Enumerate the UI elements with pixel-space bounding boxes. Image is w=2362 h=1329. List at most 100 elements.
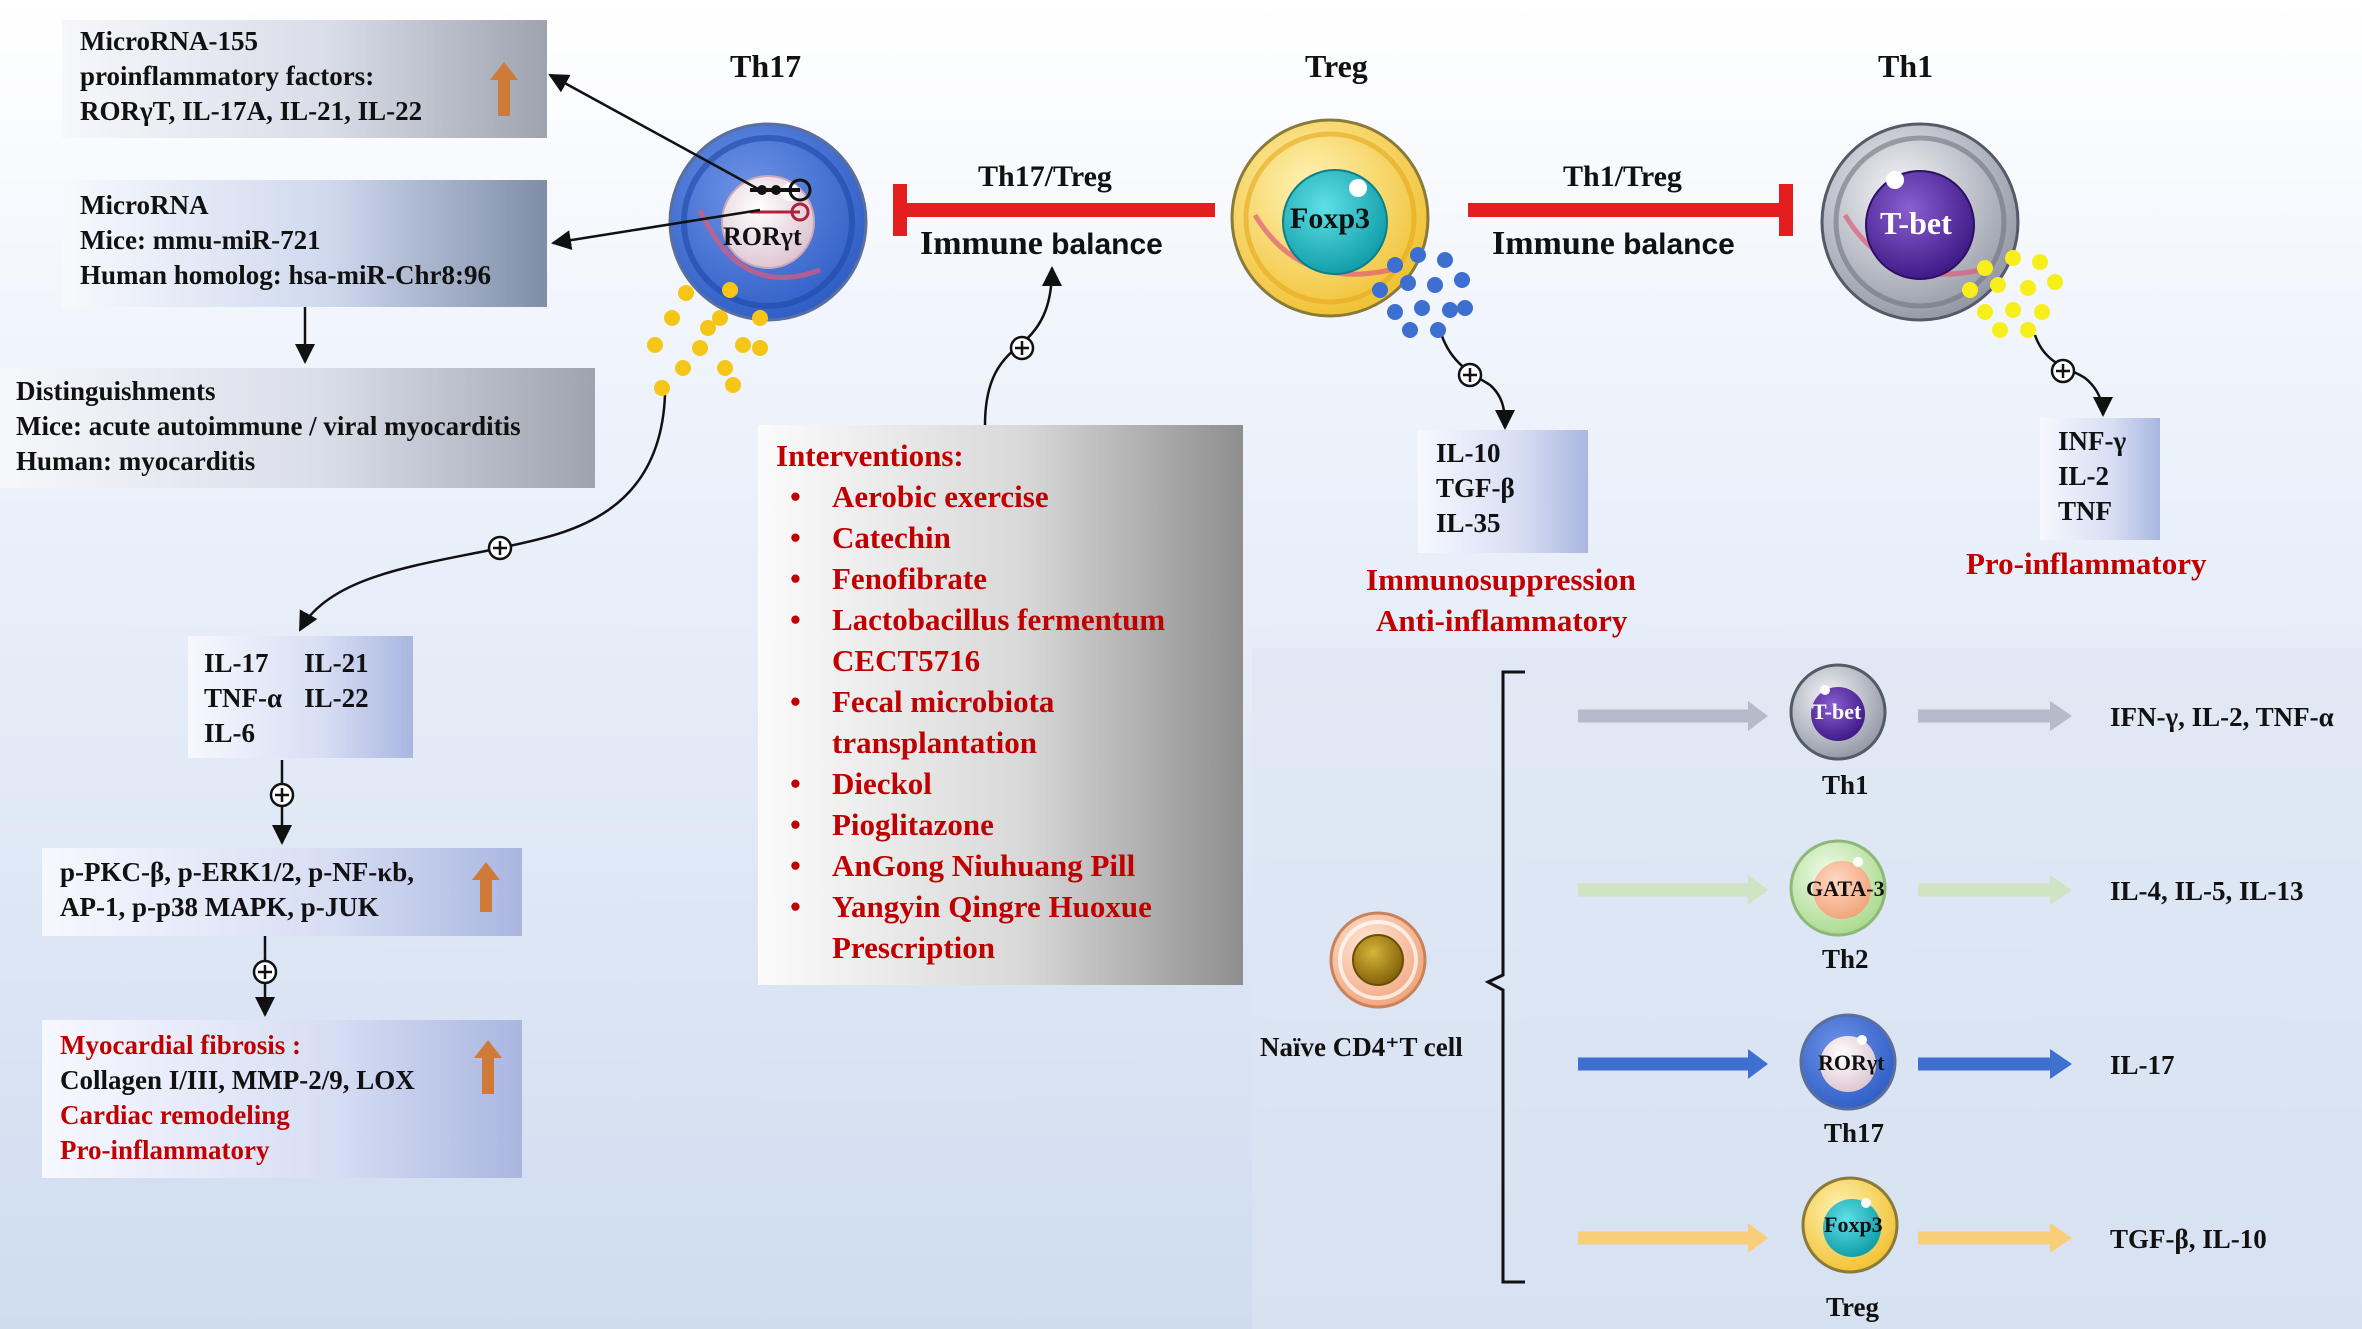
microrna-box: MicroRNA Mice: mmu-miR-721 Human homolog… (62, 180, 547, 307)
box-line: proinflammatory factors: (80, 61, 375, 91)
intervention-item: Catechin (776, 517, 1225, 558)
arrow-treg-to-cytokines (1438, 329, 1515, 430)
fibrosis-remodeling: Cardiac remodeling (60, 1100, 290, 1130)
small-th1-marker: T-bet (1812, 699, 1862, 724)
naive-cd4-cell (1329, 911, 1427, 1009)
signaling-box: p-PKC-β, p-ERK1/2, p-NF-κb, AP-1, p-p38 … (42, 848, 522, 936)
cytokine: IL-10 (1436, 438, 1501, 468)
cytokine: INF-γ (2058, 426, 2127, 456)
small-th2-title: Th2 (1822, 944, 1869, 974)
intervention-item: Yangyin Qingre Huoxue Prescription (776, 886, 1225, 968)
balance-bold: Immune (1492, 225, 1615, 262)
treg-cell (1230, 118, 1430, 318)
microrna155-box: MicroRNA-155 proinflammatory factors: RO… (62, 20, 547, 138)
plus-icon (269, 782, 295, 808)
distinguish-box: Distinguishments Mice: acute autoimmune … (0, 368, 595, 488)
small-treg-title: Treg (1826, 1292, 1879, 1322)
increase-arrow-icon (472, 862, 500, 912)
arrow-to-microrna (551, 208, 761, 251)
arrow-th1-to-cytokines (2033, 334, 2113, 417)
diff-arrow-th1 (1578, 701, 2072, 731)
small-th17-marker: RORγt (1818, 1050, 1885, 1075)
small-th17-title: Th17 (1824, 1118, 1885, 1148)
box-line: Mice: acute autoimmune / viral myocardit… (16, 411, 521, 441)
box-line: Distinguishments (16, 376, 216, 406)
balance-bold: Immune (920, 225, 1043, 262)
treg-output: TGF-β, IL-10 (2110, 1224, 2267, 1254)
th1-title: Th1 (1878, 48, 1934, 84)
th2-output: IL-4, IL-5, IL-13 (2110, 876, 2304, 906)
treg-title: Treg (1305, 48, 1368, 84)
th1-marker-label: T-bet (1880, 205, 1952, 241)
plus-icon (252, 959, 278, 985)
box-line: AP-1, p-p38 MAPK, p-JUK (60, 892, 379, 922)
th1-output: IFN-γ, IL-2, TNF-α (2110, 702, 2334, 732)
intervention-item: Aerobic exercise (776, 476, 1225, 517)
fibrosis-title: Myocardial fibrosis : (60, 1030, 301, 1060)
th17-cytokine-dots (647, 282, 768, 396)
cytokine: TNF (2058, 496, 2112, 526)
plus-icon (1457, 362, 1483, 388)
th17-treg-inhibit-line (893, 184, 1215, 236)
th17-treg-balance: Immune balance (920, 225, 1163, 263)
cytokine: IL-22 (304, 683, 369, 713)
intervention-item: AnGong Niuhuang Pill (776, 845, 1225, 886)
cytokine: TGF-β (1436, 473, 1515, 503)
diff-arrow-treg (1578, 1223, 2072, 1253)
cytokine-col-1: IL-17 TNF-α IL-6 (204, 646, 282, 748)
diff-arrow-th17 (1578, 1049, 2072, 1079)
small-th17-cell (1799, 1013, 1897, 1111)
plus-icon (2050, 358, 2076, 384)
th1-treg-balance: Immune balance (1492, 225, 1735, 263)
small-th1-cell (1789, 663, 1887, 761)
intervention-item: Fenofibrate (776, 558, 1225, 599)
treg-effect-2: Anti-inflammatory (1376, 603, 1628, 638)
small-th2-marker: GATA-3 (1806, 876, 1885, 901)
small-th1-title: Th1 (1822, 770, 1869, 800)
cytokine: IL-21 (304, 648, 369, 678)
th1-effect: Pro-inflammatory (1966, 546, 2207, 581)
increase-arrow-icon (490, 62, 518, 116)
th1-cell (1820, 122, 2020, 322)
increase-arrow-icon (474, 1040, 502, 1094)
th17-title: Th17 (730, 48, 802, 84)
naive-cell-label: Naïve CD4⁺T cell (1260, 1032, 1463, 1062)
box-line: MicroRNA (80, 190, 209, 220)
th17-output: IL-17 (2110, 1050, 2175, 1080)
treg-cytokine-dots (1372, 247, 1473, 338)
plus-icon (487, 535, 513, 561)
balance-rest: balance (1042, 228, 1163, 261)
cytokine: IL-17 (204, 648, 269, 678)
intervention-item: Lactobacillus fermentum CECT5716 (776, 599, 1225, 681)
th17-cytokines-box: IL-17 TNF-α IL-6 IL-21 IL-22 (188, 636, 413, 758)
th1-treg-inhibit-line (1468, 184, 1793, 236)
fibrosis-box: Myocardial fibrosis : Collagen I/III, MM… (42, 1020, 522, 1178)
cytokine: IL-35 (1436, 508, 1501, 538)
cytokine: IL-6 (204, 718, 256, 748)
cytokine: TNF-α (204, 683, 283, 713)
diff-arrow-th2 (1578, 875, 2072, 905)
box-line: Human: myocarditis (16, 446, 256, 476)
th17-cell (668, 122, 868, 322)
th1-treg-ratio: Th1/Treg (1563, 160, 1682, 193)
arrow-to-microrna155 (548, 73, 761, 192)
interventions-title: Interventions: (776, 438, 964, 473)
diff-arrows (1578, 701, 2072, 1253)
intervention-item: Pioglitazone (776, 804, 1225, 845)
branch-bracket (1484, 670, 1525, 1284)
intervention-item: Fecal microbiota transplantation (776, 681, 1225, 763)
th17-marker-label: RORγt (723, 222, 802, 251)
th17-treg-ratio: Th17/Treg (978, 160, 1112, 193)
interventions-list: Aerobic exercise Catechin Fenofibrate La… (776, 476, 1225, 968)
fibrosis-proinflammatory: Pro-inflammatory (60, 1135, 270, 1165)
small-treg-marker: Foxp3 (1824, 1212, 1883, 1237)
box-line: Mice: mmu-miR-721 (80, 225, 321, 255)
intervention-item: Dieckol (776, 763, 1225, 804)
th1-cytokine-dots (1962, 250, 2063, 338)
box-line: Human homolog: hsa-miR-Chr8:96 (80, 260, 492, 290)
box-line: RORγT, IL-17A, IL-21, IL-22 (80, 96, 423, 126)
cytokine-col-2: IL-21 IL-22 (304, 646, 369, 748)
interventions-box: Interventions: Aerobic exercise Catechin… (758, 425, 1243, 985)
th1-cytokines-box: INF-γ IL-2 TNF (2040, 418, 2160, 540)
